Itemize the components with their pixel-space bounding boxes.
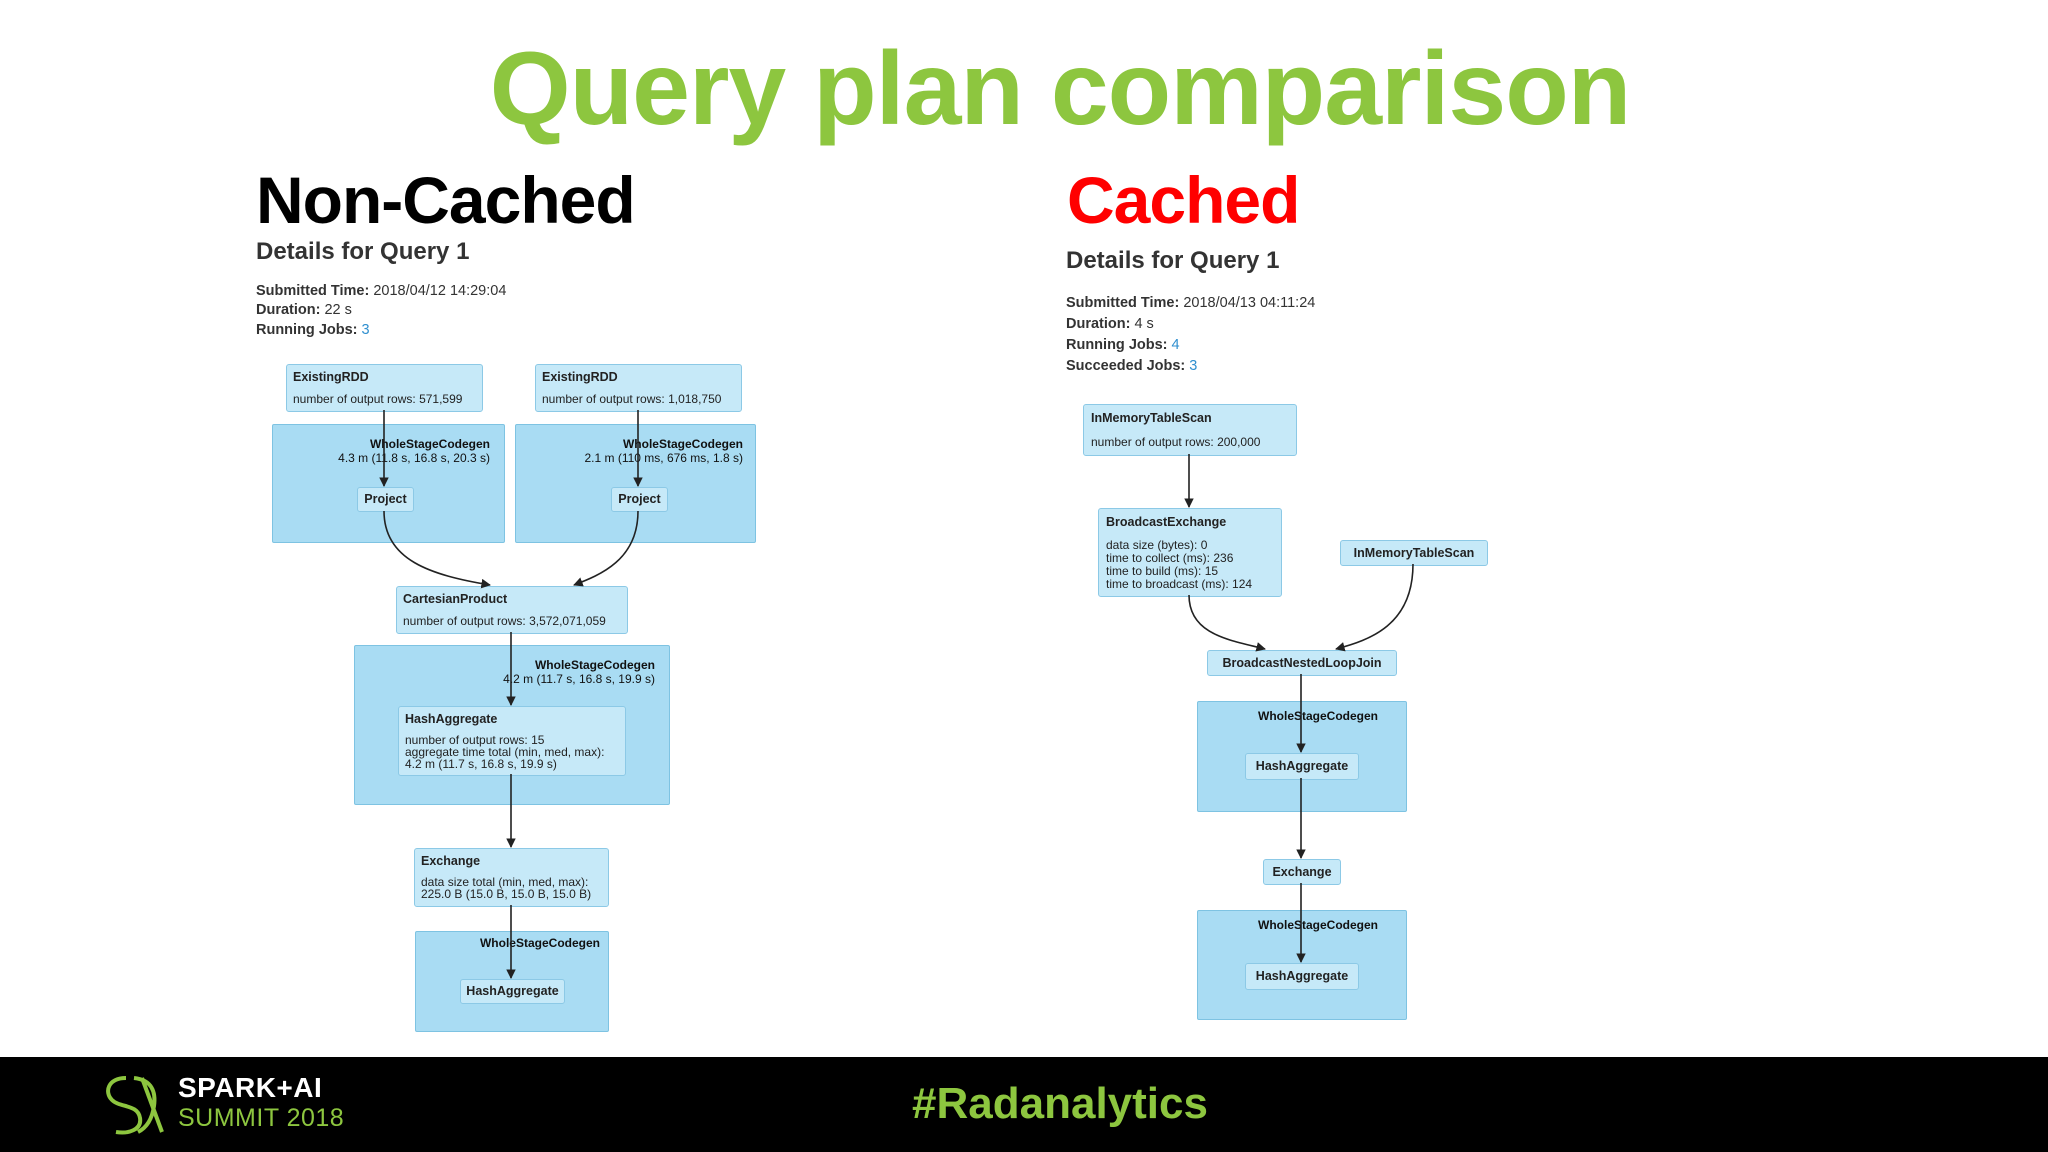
left-wsc-1-title: WholeStageCodegen <box>369 437 490 451</box>
left-wsc-3-label: WholeStageCodegen 4.2 m (11.7 s, 16.8 s,… <box>440 658 655 686</box>
left-wsc-2-title: WholeStageCodegen <box>622 437 743 451</box>
right-details-title: Details for Query 1 <box>1066 247 1280 274</box>
left-duration: Duration: 22 s <box>256 302 352 318</box>
left-project-2-label: Project <box>618 492 661 506</box>
left-hashagg-1-line1: number of output rows: 15 <box>405 733 545 747</box>
right-hashagg-2-label: HashAggregate <box>1255 969 1349 983</box>
left-cartesian-title: CartesianProduct <box>403 592 508 606</box>
right-node-broadcastnestedloopjoin[interactable]: BroadcastNestedLoopJoin <box>1207 650 1397 676</box>
logo-text-spark-ai: SPARK+AI <box>178 1072 323 1103</box>
right-exchange-title: Exchange <box>1272 865 1332 879</box>
left-wsc-1-label: WholeStageCodegen 4.3 m (11.8 s, 16.8 s,… <box>280 437 490 465</box>
left-exchange-line2: 225.0 B (15.0 B, 15.0 B, 15.0 B) <box>421 887 592 901</box>
left-running-label: Running Jobs: <box>256 322 358 338</box>
right-node-broadcastexchange[interactable]: BroadcastExchange data size (bytes): 0 t… <box>1098 508 1282 597</box>
left-hashagg-2-label: HashAggregate <box>466 984 559 998</box>
slide-title: Query plan comparison <box>489 31 1632 147</box>
left-exchange-line1: data size total (min, med, max): <box>421 875 589 889</box>
left-wsc-1-detail: 4.3 m (11.8 s, 16.8 s, 20.3 s) <box>338 451 490 465</box>
right-edge-scan2-join <box>1335 563 1414 652</box>
right-wsc-2-label: WholeStageCodegen <box>1240 918 1418 932</box>
right-node-hashaggregate-1[interactable]: HashAggregate <box>1245 753 1359 780</box>
right-edge-broadcast-join <box>1188 594 1266 652</box>
right-join-title: BroadcastNestedLoopJoin <box>1222 656 1382 670</box>
left-node-exchange[interactable]: Exchange data size total (min, med, max)… <box>414 848 609 907</box>
right-succeeded-label: Succeeded Jobs: <box>1066 358 1186 374</box>
right-wsc-1-label: WholeStageCodegen <box>1240 709 1418 723</box>
right-node-inmemorytablescan-1[interactable]: InMemoryTableScan number of output rows:… <box>1083 404 1297 456</box>
right-duration-value: 4 s <box>1134 316 1154 332</box>
left-hashagg-1-line2: aggregate time total (min, med, max): <box>405 745 605 759</box>
left-wsc-4-title: WholeStageCodegen <box>479 936 600 950</box>
left-submitted-time: Submitted Time: 2018/04/12 14:29:04 <box>256 283 506 299</box>
right-wsc-2-title: WholeStageCodegen <box>1258 918 1379 932</box>
left-submitted-label: Submitted Time: <box>256 283 370 299</box>
right-broadcast-title: BroadcastExchange <box>1106 515 1227 529</box>
right-running-jobs: Running Jobs: 4 <box>1066 337 1180 353</box>
right-scan-1-detail: number of output rows: 200,000 <box>1091 435 1261 449</box>
right-hashagg-1-label: HashAggregate <box>1255 759 1349 773</box>
left-duration-label: Duration: <box>256 302 321 318</box>
left-wsc-2-label: WholeStageCodegen 2.1 m (110 ms, 676 ms,… <box>525 437 743 465</box>
right-broadcast-line1: data size (bytes): 0 <box>1106 538 1208 552</box>
right-running-jobs-link[interactable]: 4 <box>1171 337 1180 353</box>
left-hashagg-1-line3: 4.2 m (11.7 s, 16.8 s, 19.9 s) <box>405 757 557 771</box>
left-existingrdd-1-title: ExistingRDD <box>293 370 369 384</box>
spark-ai-summit-logo-icon <box>106 1076 164 1135</box>
left-wsc-4-label: WholeStageCodegen <box>440 936 600 950</box>
left-details-title: Details for Query 1 <box>256 238 470 265</box>
right-wsc-1-title: WholeStageCodegen <box>1258 709 1379 723</box>
left-wsc-2-detail: 2.1 m (110 ms, 676 ms, 1.8 s) <box>584 451 743 465</box>
right-submitted-value: 2018/04/13 04:11:24 <box>1183 295 1316 311</box>
left-node-existingrdd-1[interactable]: ExistingRDD number of output rows: 571,5… <box>286 364 483 412</box>
left-hashagg-1-title: HashAggregate <box>405 712 498 726</box>
logo-text-summit: SUMMIT 2018 <box>178 1104 345 1132</box>
left-running-jobs: Running Jobs: 3 <box>256 322 370 338</box>
right-node-inmemorytablescan-2[interactable]: InMemoryTableScan <box>1340 540 1488 566</box>
footer-bar <box>0 1057 2048 1152</box>
left-cartesian-detail: number of output rows: 3,572,071,059 <box>403 614 606 628</box>
right-succeeded-jobs: Succeeded Jobs: 3 <box>1066 358 1197 374</box>
right-succeeded-jobs-link[interactable]: 3 <box>1189 358 1198 374</box>
left-node-cartesianproduct[interactable]: CartesianProduct number of output rows: … <box>396 586 628 634</box>
right-node-hashaggregate-2[interactable]: HashAggregate <box>1245 963 1359 990</box>
right-scan-2-title: InMemoryTableScan <box>1353 546 1475 560</box>
left-exchange-title: Exchange <box>421 854 481 868</box>
right-submitted-time: Submitted Time: 2018/04/13 04:11:24 <box>1066 295 1315 311</box>
left-submitted-value: 2018/04/12 14:29:04 <box>373 283 507 299</box>
left-node-existingrdd-2[interactable]: ExistingRDD number of output rows: 1,018… <box>535 364 742 412</box>
footer-hashtag: #Radanalytics <box>912 1079 1208 1128</box>
right-node-exchange[interactable]: Exchange <box>1263 859 1341 885</box>
non-cached-heading: Non-Cached <box>256 163 636 237</box>
left-project-1-label: Project <box>364 492 407 506</box>
right-broadcast-line2: time to collect (ms): 236 <box>1106 551 1234 565</box>
left-existingrdd-2-detail: number of output rows: 1,018,750 <box>542 392 722 406</box>
right-submitted-label: Submitted Time: <box>1066 295 1180 311</box>
right-scan-1-title: InMemoryTableScan <box>1091 411 1212 425</box>
right-broadcast-line4: time to broadcast (ms): 124 <box>1106 577 1253 591</box>
left-wsc-3-detail: 4.2 m (11.7 s, 16.8 s, 19.9 s) <box>503 672 655 686</box>
right-duration-label: Duration: <box>1066 316 1131 332</box>
right-broadcast-line3: time to build (ms): 15 <box>1106 564 1219 578</box>
cached-heading: Cached <box>1067 163 1300 237</box>
left-wsc-3-title: WholeStageCodegen <box>534 658 655 672</box>
left-duration-value: 22 s <box>324 302 352 318</box>
right-duration: Duration: 4 s <box>1066 316 1154 332</box>
left-node-hashaggregate-2[interactable]: HashAggregate <box>460 979 565 1004</box>
right-running-label: Running Jobs: <box>1066 337 1168 353</box>
left-node-hashaggregate-1[interactable]: HashAggregate number of output rows: 15 … <box>398 706 626 776</box>
left-running-jobs-link[interactable]: 3 <box>361 322 370 338</box>
left-node-project-2[interactable]: Project <box>611 487 668 512</box>
left-existingrdd-1-detail: number of output rows: 571,599 <box>293 392 463 406</box>
left-node-project-1[interactable]: Project <box>357 487 414 512</box>
left-existingrdd-2-title: ExistingRDD <box>542 370 618 384</box>
